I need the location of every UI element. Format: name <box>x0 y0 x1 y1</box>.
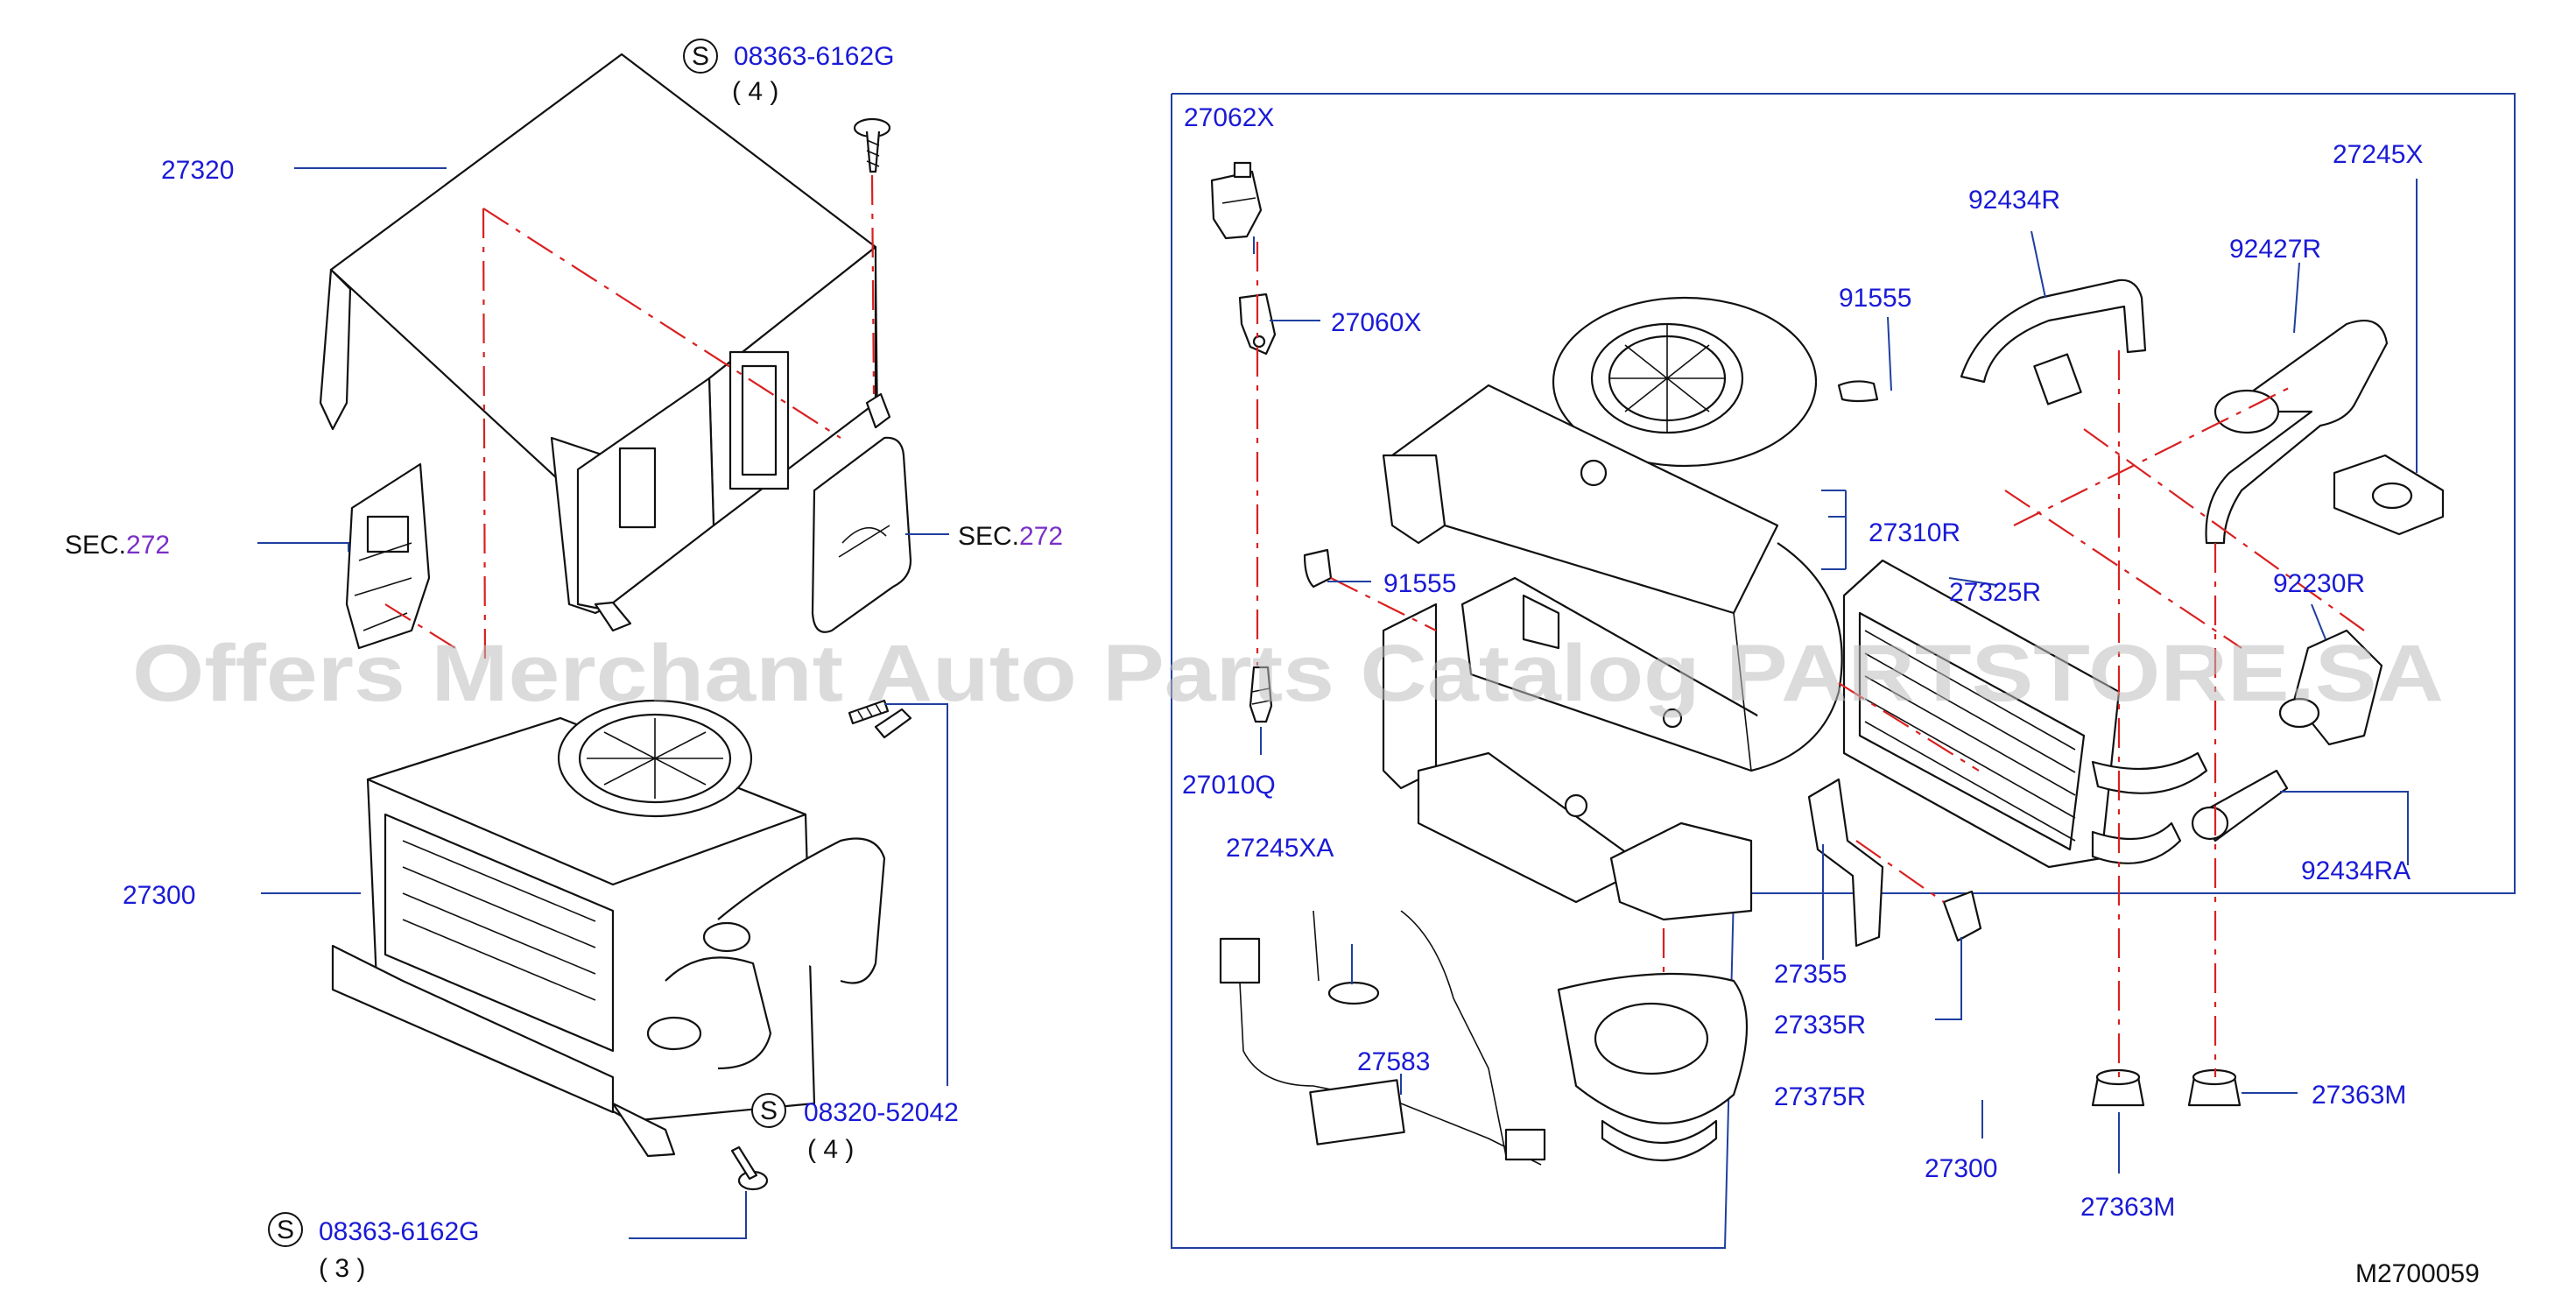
label-screw-bot-qty: ( 3 ) <box>319 1254 365 1283</box>
screw-symbol-bottom-letter: S <box>277 1216 294 1244</box>
label-91555-top[interactable]: 91555 <box>1839 284 1911 313</box>
clip-small-drawing <box>1942 890 1982 942</box>
label-91555-mid[interactable]: 91555 <box>1383 569 1456 598</box>
label-sec-right[interactable]: SEC.272 <box>958 522 1063 551</box>
sensor-27010Q-drawing <box>1249 666 1273 723</box>
clip-91555-left-drawing <box>1303 548 1333 589</box>
label-27320[interactable]: 27320 <box>161 156 234 185</box>
bracket-left-drawing <box>345 462 431 650</box>
label-27363M-right[interactable]: 27363M <box>2312 1081 2406 1110</box>
screw-symbol-top-letter: S <box>692 42 709 71</box>
hose-92434RA-drawing <box>2191 769 2289 842</box>
label-27300-left[interactable]: 27300 <box>123 881 195 910</box>
leader-lines <box>257 167 2418 1239</box>
label-screw-top-qty: ( 4 ) <box>732 77 778 106</box>
blower-case-drawing <box>1382 296 1843 921</box>
label-sec-left[interactable]: SEC.272 <box>65 531 170 560</box>
hose-92434R-drawing <box>1960 278 2147 405</box>
valve-92230R-drawing <box>2278 629 2383 746</box>
label-sec-right-prefix: SEC. <box>958 522 1019 551</box>
blower-motor-drawing <box>1557 972 1749 1161</box>
screw-symbol-mid: S <box>751 1093 786 1128</box>
label-27060X[interactable]: 27060X <box>1331 308 1421 337</box>
clip-91555-right-drawing <box>1837 380 1879 403</box>
screw-symbol-bottom: S <box>268 1212 303 1247</box>
label-92434R[interactable]: 92434R <box>1968 186 2060 215</box>
clamp-27245X-drawing <box>2333 454 2445 536</box>
heater-core-drawing <box>1842 559 2208 869</box>
screw-top-left-drawing <box>853 117 891 173</box>
label-sec-left-prefix: SEC. <box>65 531 126 560</box>
label-sec-right-num: 272 <box>1019 522 1063 551</box>
label-27245XA[interactable]: 27245XA <box>1226 834 1334 863</box>
heater-assembly-left-drawing <box>331 699 912 1158</box>
diagram-code: M2700059 <box>2355 1259 2480 1288</box>
screw-symbol-mid-letter: S <box>760 1096 778 1125</box>
label-27583[interactable]: 27583 <box>1357 1047 1430 1076</box>
bracket-27355-drawing <box>1807 778 1884 948</box>
label-27010Q[interactable]: 27010Q <box>1182 771 1276 800</box>
label-92434RA[interactable]: 92434RA <box>2301 856 2411 885</box>
label-27375R[interactable]: 27375R <box>1774 1082 1866 1111</box>
panel-right-drawing <box>811 436 912 633</box>
label-27355[interactable]: 27355 <box>1774 960 1847 989</box>
label-27245X[interactable]: 27245X <box>2333 140 2423 169</box>
label-sec-left-num: 272 <box>126 531 170 560</box>
watermark-text: Offers Merchant Auto Parts Catalog PARTS… <box>132 629 2444 718</box>
label-27062X[interactable]: 27062X <box>1184 103 1274 132</box>
label-27363M-bottom[interactable]: 27363M <box>2080 1193 2175 1222</box>
label-27310R[interactable]: 27310R <box>1869 518 1960 547</box>
label-92230R[interactable]: 92230R <box>2273 569 2365 598</box>
screw-mid-drawing <box>848 699 890 725</box>
label-screw-bot-pn[interactable]: 08363-6162G <box>319 1217 480 1246</box>
screw-bottom-left-drawing <box>730 1145 769 1191</box>
label-27335R[interactable]: 27335R <box>1774 1011 1866 1040</box>
harness-27583-drawing <box>1219 910 1546 1166</box>
clamp-27245XA-drawing <box>1327 981 1380 1005</box>
label-92427R[interactable]: 92427R <box>2229 235 2321 264</box>
label-screw-top-pn[interactable]: 08363-6162G <box>734 42 895 71</box>
label-screw-mid-qty: ( 4 ) <box>807 1135 854 1164</box>
centerlines <box>384 174 2365 1077</box>
screw-symbol-top: S <box>683 39 718 74</box>
label-screw-mid-pn[interactable]: 08320-52042 <box>804 1098 959 1127</box>
label-27325R[interactable]: 27325R <box>1949 578 2041 607</box>
cover-27320-drawing <box>319 53 891 632</box>
label-27300-right[interactable]: 27300 <box>1925 1154 1997 1183</box>
connector-27062X-drawing <box>1210 161 1263 240</box>
